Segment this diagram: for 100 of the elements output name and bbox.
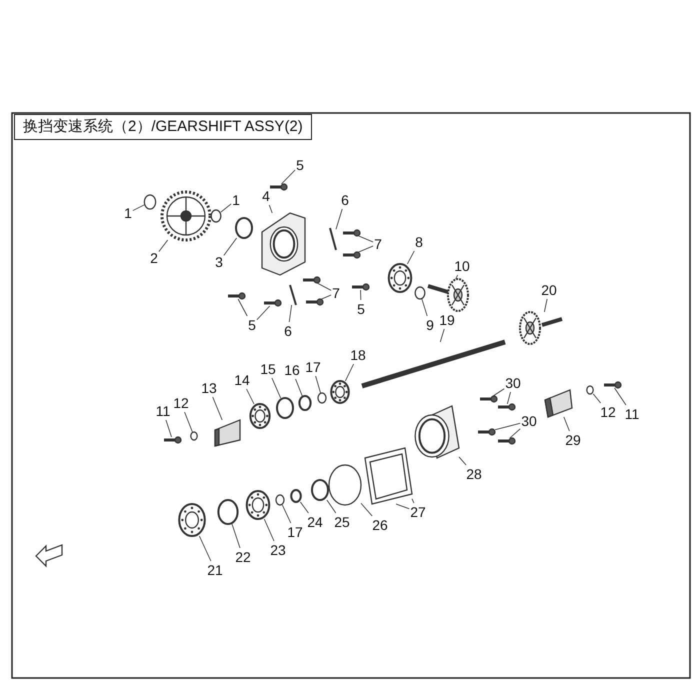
callout-number: 17 [305, 359, 321, 375]
leader-line [360, 290, 362, 300]
leader-line [224, 238, 238, 256]
circlip-icon [317, 392, 327, 404]
ring-icon [217, 499, 239, 525]
leader-line [344, 364, 354, 382]
leader-line [232, 524, 240, 548]
leader-line [592, 394, 602, 404]
callout-number: 11 [156, 403, 170, 419]
ring-icon [235, 217, 253, 239]
callout-number: 12 [600, 404, 616, 420]
callout-number: 7 [374, 236, 382, 252]
leader-line [315, 376, 321, 394]
leader-line [272, 378, 282, 398]
callout-number: 25 [334, 514, 350, 530]
diagram-title: 换挡变速系统（2）/GEARSHIFT ASSY(2) [14, 114, 312, 140]
circlip-icon [275, 494, 285, 506]
sleeve-icon [544, 389, 573, 418]
callout-number: 5 [357, 301, 365, 317]
callout-number: 3 [215, 254, 223, 270]
leader-line [563, 416, 570, 432]
callout-number: 14 [234, 372, 250, 388]
circlip-icon [328, 464, 362, 506]
callout-number: 12 [173, 395, 189, 411]
callout-number: 7 [332, 285, 340, 301]
callout-number: 2 [150, 250, 158, 266]
leader-line [614, 388, 626, 406]
ring-icon [276, 397, 294, 419]
housing-icon [261, 212, 306, 276]
gasket-icon [364, 447, 413, 505]
leader-line [336, 208, 343, 230]
circlip-icon [190, 431, 198, 441]
callout-number: 30 [505, 375, 521, 391]
leader-line [412, 498, 414, 504]
callout-number: 19 [439, 312, 455, 328]
ring-icon [298, 395, 312, 411]
leader-line [220, 204, 232, 213]
bolt-icon [604, 381, 622, 389]
callout-number: 4 [262, 188, 270, 204]
leader-line [256, 306, 270, 320]
leader-line [316, 282, 332, 291]
callout-number: 16 [284, 362, 300, 378]
leader-line [212, 396, 223, 420]
callout-number: 28 [466, 466, 482, 482]
leader-line [396, 504, 410, 510]
callout-number: 6 [341, 192, 349, 208]
callout-number: 17 [287, 524, 303, 540]
leader-line [509, 428, 521, 438]
leader-line [458, 456, 466, 466]
bolt-icon [498, 437, 516, 445]
leader-line [494, 422, 521, 430]
bolt-icon [343, 251, 361, 259]
leader-line [300, 502, 309, 514]
bolt-icon [264, 299, 282, 307]
callout-number: 8 [415, 234, 423, 250]
callout-number: 1 [232, 192, 240, 208]
leader-line [184, 412, 193, 432]
leader-line [295, 378, 303, 396]
callout-number: 24 [307, 514, 323, 530]
leader-line [264, 518, 274, 542]
leader-line [492, 388, 505, 396]
bolt-icon [343, 229, 361, 237]
circlip-icon [586, 385, 594, 395]
leader-line [506, 392, 511, 404]
circlip-icon [414, 286, 426, 300]
leader-line [158, 240, 168, 252]
callout-number: 30 [521, 413, 537, 429]
bearing-icon [249, 403, 271, 429]
leader-line [440, 328, 445, 342]
leader-line [166, 420, 172, 438]
bearing-icon [246, 490, 270, 520]
ring-icon [311, 479, 329, 501]
callout-number: 10 [454, 258, 470, 274]
link-plate-icon [289, 284, 297, 306]
bevel-gear-icon [519, 311, 563, 345]
bolt-icon [270, 183, 288, 191]
circlip-icon [210, 209, 222, 223]
leader-line [198, 536, 212, 562]
leader-line [360, 502, 373, 516]
bolt-icon [303, 276, 321, 284]
bolt-icon [164, 436, 182, 444]
bolt-icon [480, 395, 498, 403]
callout-number: 29 [565, 432, 581, 448]
leader-line [421, 298, 428, 316]
leader-line [326, 500, 336, 514]
leader-line [358, 236, 374, 242]
housing-icon [414, 405, 460, 459]
callout-number: 21 [207, 562, 223, 578]
callout-number: 11 [624, 406, 640, 422]
callout-number: 1 [124, 205, 132, 221]
sleeve-icon [214, 419, 241, 447]
leader-line [544, 298, 548, 312]
leader-line [238, 298, 248, 316]
ring-icon [290, 489, 302, 503]
leader-line [281, 170, 296, 184]
bolt-icon [306, 298, 324, 306]
leader-line [455, 274, 458, 280]
leader-line [132, 204, 145, 211]
leader-line [268, 204, 273, 214]
bolt-icon [478, 428, 496, 436]
